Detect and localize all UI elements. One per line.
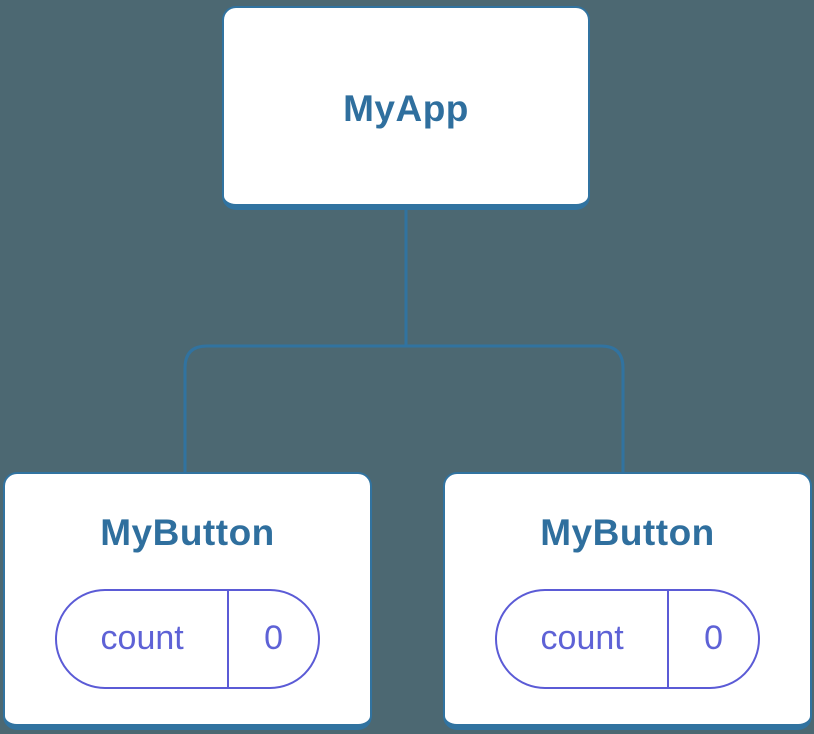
component-node-myapp: MyApp: [222, 6, 590, 210]
component-name-label: MyButton: [100, 512, 275, 553]
component-name-label: MyApp: [343, 87, 469, 129]
state-key-label: count: [497, 590, 670, 687]
state-value-label: 0: [704, 619, 724, 658]
state-value-label: 0: [264, 619, 284, 658]
component-node-mybutton-right: MyButton count 0: [443, 472, 812, 730]
component-name-label: MyButton: [540, 512, 715, 553]
state-key-label: count: [57, 590, 230, 687]
component-node-mybutton-left: MyButton count 0: [3, 472, 372, 730]
state-pill: count 0: [495, 588, 760, 689]
children-connector-bracket: [183, 344, 625, 474]
state-pill: count 0: [55, 588, 320, 689]
